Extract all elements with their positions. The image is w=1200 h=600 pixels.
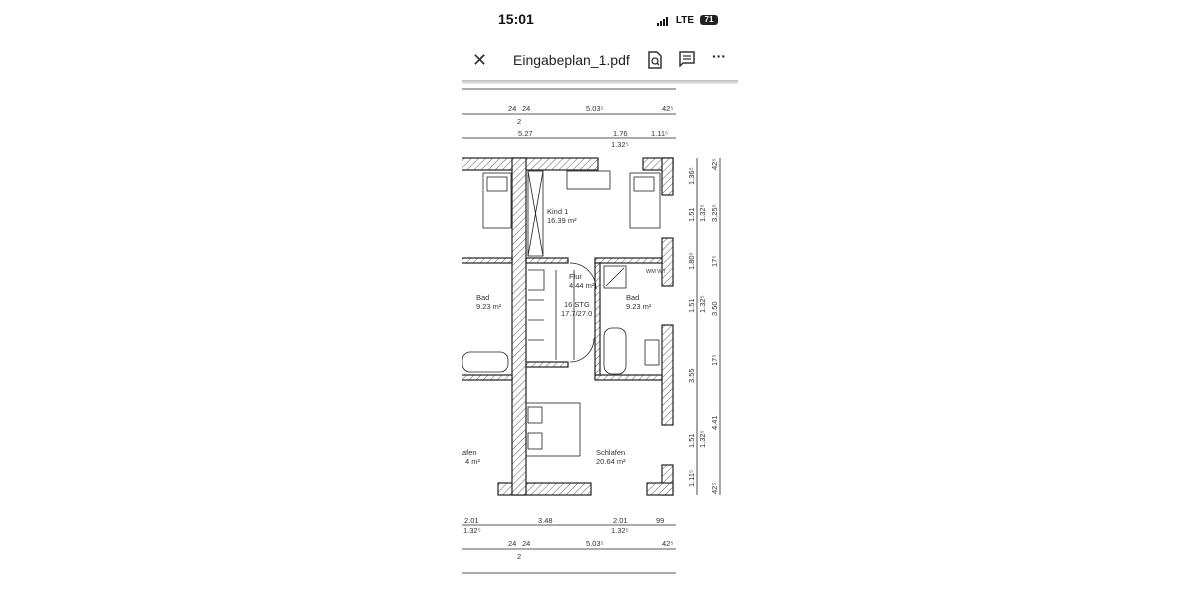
room-name: Flur xyxy=(569,272,582,281)
dim-label: 24 xyxy=(508,104,516,113)
dimension-labels: 24 24 2 5.03⁵ 42⁵ 5.27 1.76 1.32⁵ 1.11⁵ … xyxy=(463,104,719,561)
dim-label: 3.25⁵ xyxy=(710,204,719,222)
dim-label: 1.51 xyxy=(687,207,696,222)
status-bar: 15:01 LTE 71 xyxy=(462,8,740,32)
close-icon[interactable]: ✕ xyxy=(472,50,488,70)
dim-label: 2 xyxy=(517,117,521,126)
dim-label: 2.01 xyxy=(464,516,479,525)
dim-label: 1.11⁵ xyxy=(651,129,668,138)
room-name: afen xyxy=(462,448,477,457)
dim-label: 17⁵ xyxy=(710,256,719,267)
room-area: 16.39 m² xyxy=(547,216,577,225)
walls xyxy=(462,157,674,496)
room-area: 4.44 m² xyxy=(569,281,595,290)
room-area: 9.23 m² xyxy=(476,302,502,311)
dimension-lines xyxy=(462,88,721,574)
dim-label: 1.32⁵ xyxy=(698,295,707,313)
document-title: Eingabeplan_1.pdf xyxy=(513,52,630,68)
room-name: Bad xyxy=(476,293,489,302)
dim-label: 24 xyxy=(522,539,530,548)
battery-icon: 71 xyxy=(700,15,718,25)
dim-label: 4.41 xyxy=(710,415,719,430)
fixture-label: WM WT xyxy=(646,269,666,275)
comment-icon[interactable] xyxy=(679,51,695,72)
dim-label: 1.32⁵ xyxy=(611,140,629,149)
signal-icon xyxy=(657,17,668,26)
pdf-toolbar: ✕ Eingabeplan_1.pdf ··· xyxy=(462,44,740,80)
room-area: 9.23 m² xyxy=(626,302,652,311)
dim-label: 1.51 xyxy=(687,298,696,313)
room-labels: Kind 1 16.39 m² Flur 4.44 m² Bad 9.23 m²… xyxy=(462,207,666,466)
room-area: 20.64 m² xyxy=(596,457,626,466)
search-document-icon[interactable] xyxy=(648,51,662,74)
dim-label: 1.32⁵ xyxy=(611,526,629,535)
dim-label: 42⁵ xyxy=(710,483,719,494)
room-area: 4 m² xyxy=(465,457,481,466)
dim-label: 5.27 xyxy=(518,129,533,138)
stair-label: 16 STG xyxy=(564,300,590,309)
dim-label: 1.80⁵ xyxy=(687,252,696,270)
dim-label: 24 xyxy=(508,539,516,548)
dim-label: 3.55 xyxy=(687,368,696,383)
room-name: Schlafen xyxy=(596,448,625,457)
network-type: LTE xyxy=(675,15,694,26)
room-name: Bad xyxy=(626,293,639,302)
dim-label: 24 xyxy=(522,104,530,113)
dim-label: 1.32⁵ xyxy=(463,526,481,535)
dim-label: 1.11⁵ xyxy=(687,470,696,487)
furniture xyxy=(462,170,661,457)
dim-label: 1.51 xyxy=(687,433,696,448)
dim-label: 99 xyxy=(656,516,664,525)
dim-label: 42⁵ xyxy=(662,104,673,113)
dim-label: 1.36⁵ xyxy=(687,167,696,185)
dim-label: 1.32⁵ xyxy=(698,430,707,448)
dim-label: 3.48 xyxy=(538,516,553,525)
dim-label: 2 xyxy=(517,552,521,561)
dim-label: 5.03⁵ xyxy=(586,539,604,548)
dim-label: 3.50 xyxy=(710,301,719,316)
dim-label: 2.01 xyxy=(613,516,628,525)
room-name: Kind 1 xyxy=(547,207,568,216)
stair-value: 17.7/27.0 xyxy=(561,309,592,318)
dim-label: 5.03⁵ xyxy=(586,104,604,113)
dim-label: 1.76 xyxy=(613,129,628,138)
toolbar-shadow xyxy=(462,80,738,84)
more-icon[interactable]: ··· xyxy=(712,48,726,64)
dim-label: 42⁵ xyxy=(710,159,719,170)
dim-label: 17⁵ xyxy=(710,355,719,366)
dim-label: 1.32⁵ xyxy=(698,204,707,222)
clock: 15:01 xyxy=(498,11,534,27)
dim-label: 42⁵ xyxy=(662,539,673,548)
